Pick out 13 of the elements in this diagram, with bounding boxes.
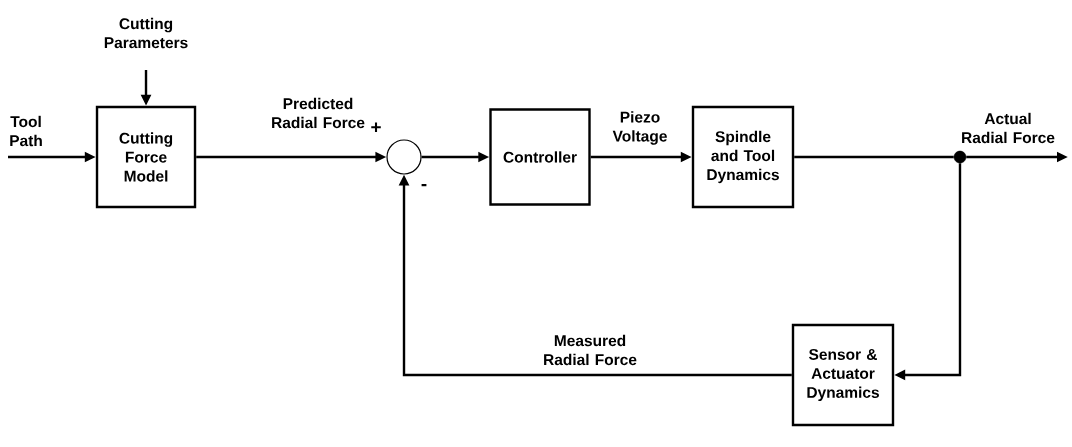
block-box: Cutting Force Model [95,105,197,209]
sum-junction [386,139,422,175]
edge-label: Actual Radial Force [962,112,1055,144]
block-box: Controller [489,108,591,206]
edge-label: Tool Path [10,115,42,147]
sign-label: - [421,183,427,187]
edge-label: Predicted Radial Force [272,97,365,129]
block-box: Spindle and Tool Dynamics [691,105,795,209]
edge-label: Measured Radial Force [544,334,637,366]
sign-label: + [371,122,381,133]
block-box: Sensor & Actuator Dynamics [791,323,895,427]
edge-label: Cutting Parameters [104,17,188,49]
edge-label: Piezo Voltage [612,111,667,145]
